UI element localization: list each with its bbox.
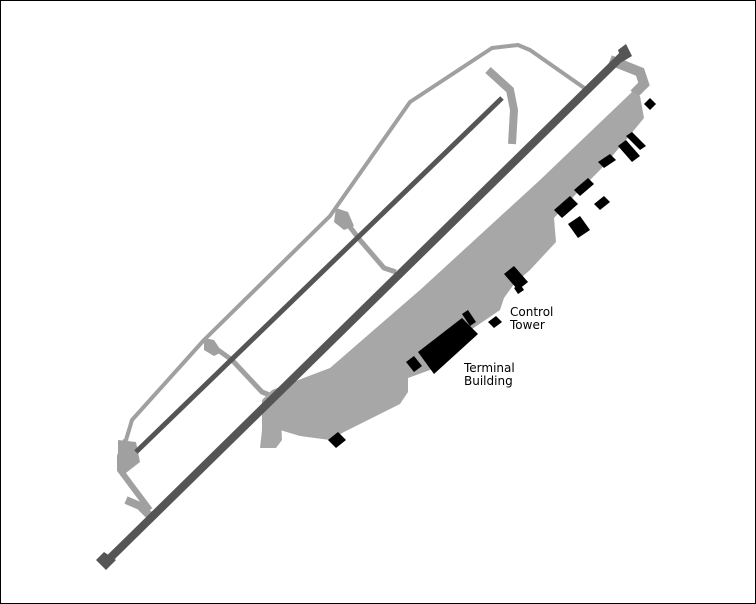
control-tower [488,316,502,328]
perimeter-taxiway [124,43,592,441]
runway-main [101,49,629,567]
apron [272,92,644,440]
hangar-10 [644,98,656,110]
terminal-building [418,318,478,374]
cross-taxiway-3 [485,67,519,145]
hangar-4 [554,196,578,218]
control-tower-label: Control Tower [510,305,554,332]
hangar-9 [626,132,646,150]
cross-taxiway-east [608,55,650,98]
hangar-south [328,432,346,448]
runway-secondary [134,96,504,454]
hangar-8 [618,140,640,162]
hangar-3 [568,216,590,238]
terminal-annex-east [462,310,476,326]
hangar-2 [514,284,524,294]
hangar-5 [574,178,594,196]
terminal-building-label: Terminal Building [464,361,515,388]
runway-main-threshold-sw [96,552,116,570]
terminal-annex-west [406,356,422,372]
taxiway-west-pad [118,440,140,476]
cross-taxiway-west [124,496,153,519]
hangar-7 [598,154,616,168]
cross-taxiway-1-node [204,338,222,356]
cross-taxiway-2-node [334,208,354,230]
hangar-1 [504,266,528,290]
runway-main-threshold-ne [618,44,632,62]
hangar-6 [594,196,610,210]
